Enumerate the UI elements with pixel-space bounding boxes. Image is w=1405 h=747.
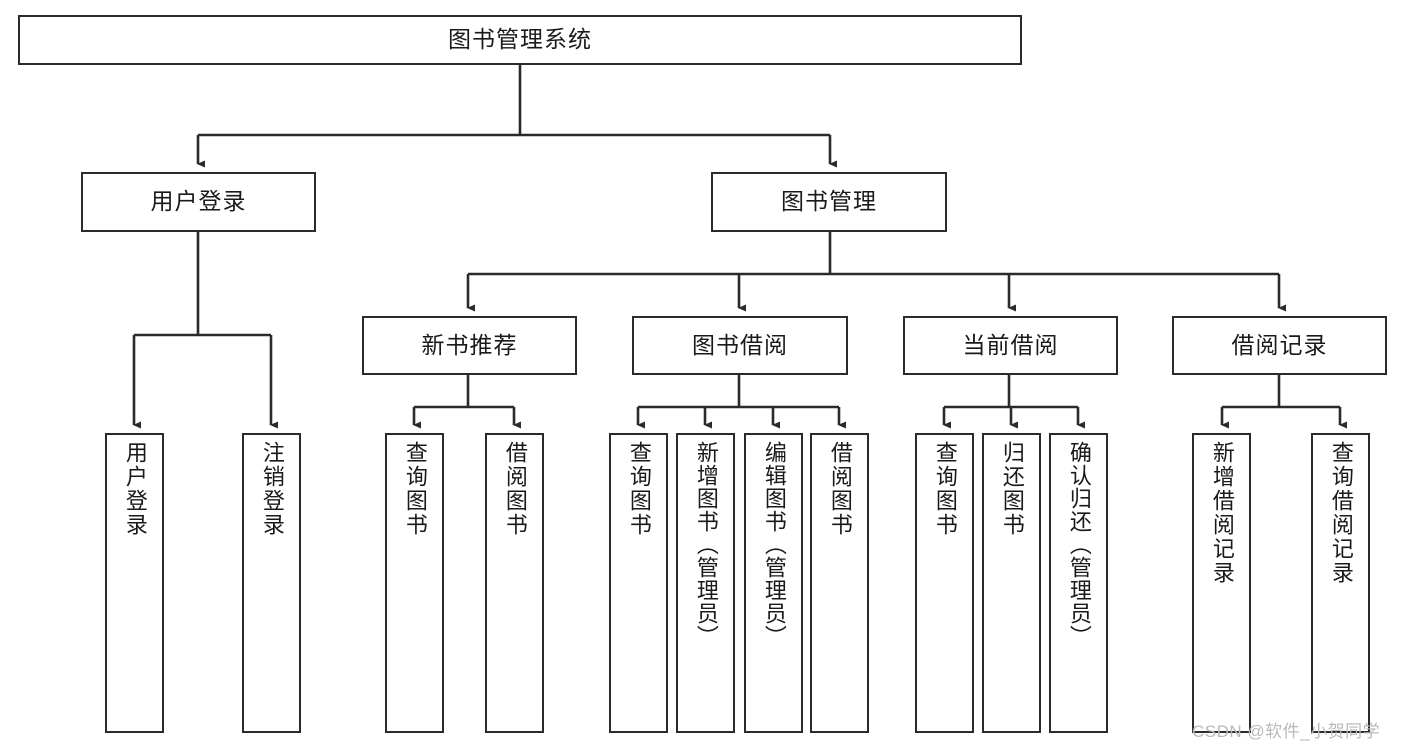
node-label: 借阅图书	[502, 441, 528, 537]
leaf-current-confirm-return-admin[interactable]: 确认归还（管理员）	[1049, 433, 1108, 733]
node-label: 注销登录	[259, 441, 285, 537]
leaf-borrow-add-book-admin[interactable]: 新增图书（管理员）	[676, 433, 735, 733]
node-label: 查询图书	[932, 441, 958, 537]
node-label: 查询图书	[402, 441, 428, 537]
node-label: 借阅图书	[827, 441, 853, 537]
leaf-recommend-borrow-book[interactable]: 借阅图书	[485, 433, 544, 733]
node-label: 当前借阅	[962, 331, 1059, 358]
leaf-user-login-login[interactable]: 用户登录	[105, 433, 164, 733]
leaf-recommend-query-book[interactable]: 查询图书	[385, 433, 444, 733]
node-label: 图书借阅	[692, 331, 788, 358]
node-label: 新增图书（管理员）	[693, 441, 719, 648]
leaf-borrow-edit-book-admin[interactable]: 编辑图书（管理员）	[744, 433, 803, 733]
node-label: 新增借阅记录	[1209, 441, 1235, 585]
leaf-borrow-query-book[interactable]: 查询图书	[609, 433, 668, 733]
leaf-current-query-book[interactable]: 查询图书	[915, 433, 974, 733]
node-user-login[interactable]: 用户登录	[81, 172, 316, 232]
node-new-book-recommend[interactable]: 新书推荐	[362, 316, 577, 375]
node-borrow-record[interactable]: 借阅记录	[1172, 316, 1387, 375]
node-book-management[interactable]: 图书管理	[711, 172, 947, 232]
leaf-borrow-borrow-book[interactable]: 借阅图书	[810, 433, 869, 733]
node-label: 用户登录	[150, 188, 247, 215]
node-label: 新书推荐	[421, 331, 518, 358]
node-label: 查询借阅记录	[1328, 441, 1354, 585]
node-label: 归还图书	[999, 441, 1025, 537]
node-book-borrow[interactable]: 图书借阅	[632, 316, 848, 375]
node-label: 用户登录	[122, 441, 148, 537]
node-label: 编辑图书（管理员）	[761, 441, 787, 648]
node-label: 图书管理系统	[448, 26, 592, 53]
node-label: 确认归还（管理员）	[1066, 441, 1092, 648]
leaf-record-add-record[interactable]: 新增借阅记录	[1192, 433, 1251, 733]
leaf-record-query-record[interactable]: 查询借阅记录	[1311, 433, 1370, 733]
leaf-current-return-book[interactable]: 归还图书	[982, 433, 1041, 733]
node-label: 借阅记录	[1231, 331, 1328, 358]
leaf-user-login-logout[interactable]: 注销登录	[242, 433, 301, 733]
node-label: 查询图书	[626, 441, 652, 537]
watermark-text: CSDN @软件_小贺同学	[1192, 722, 1381, 741]
node-label: 图书管理	[781, 188, 877, 215]
node-current-borrow[interactable]: 当前借阅	[903, 316, 1118, 375]
node-root-system[interactable]: 图书管理系统	[18, 15, 1022, 65]
